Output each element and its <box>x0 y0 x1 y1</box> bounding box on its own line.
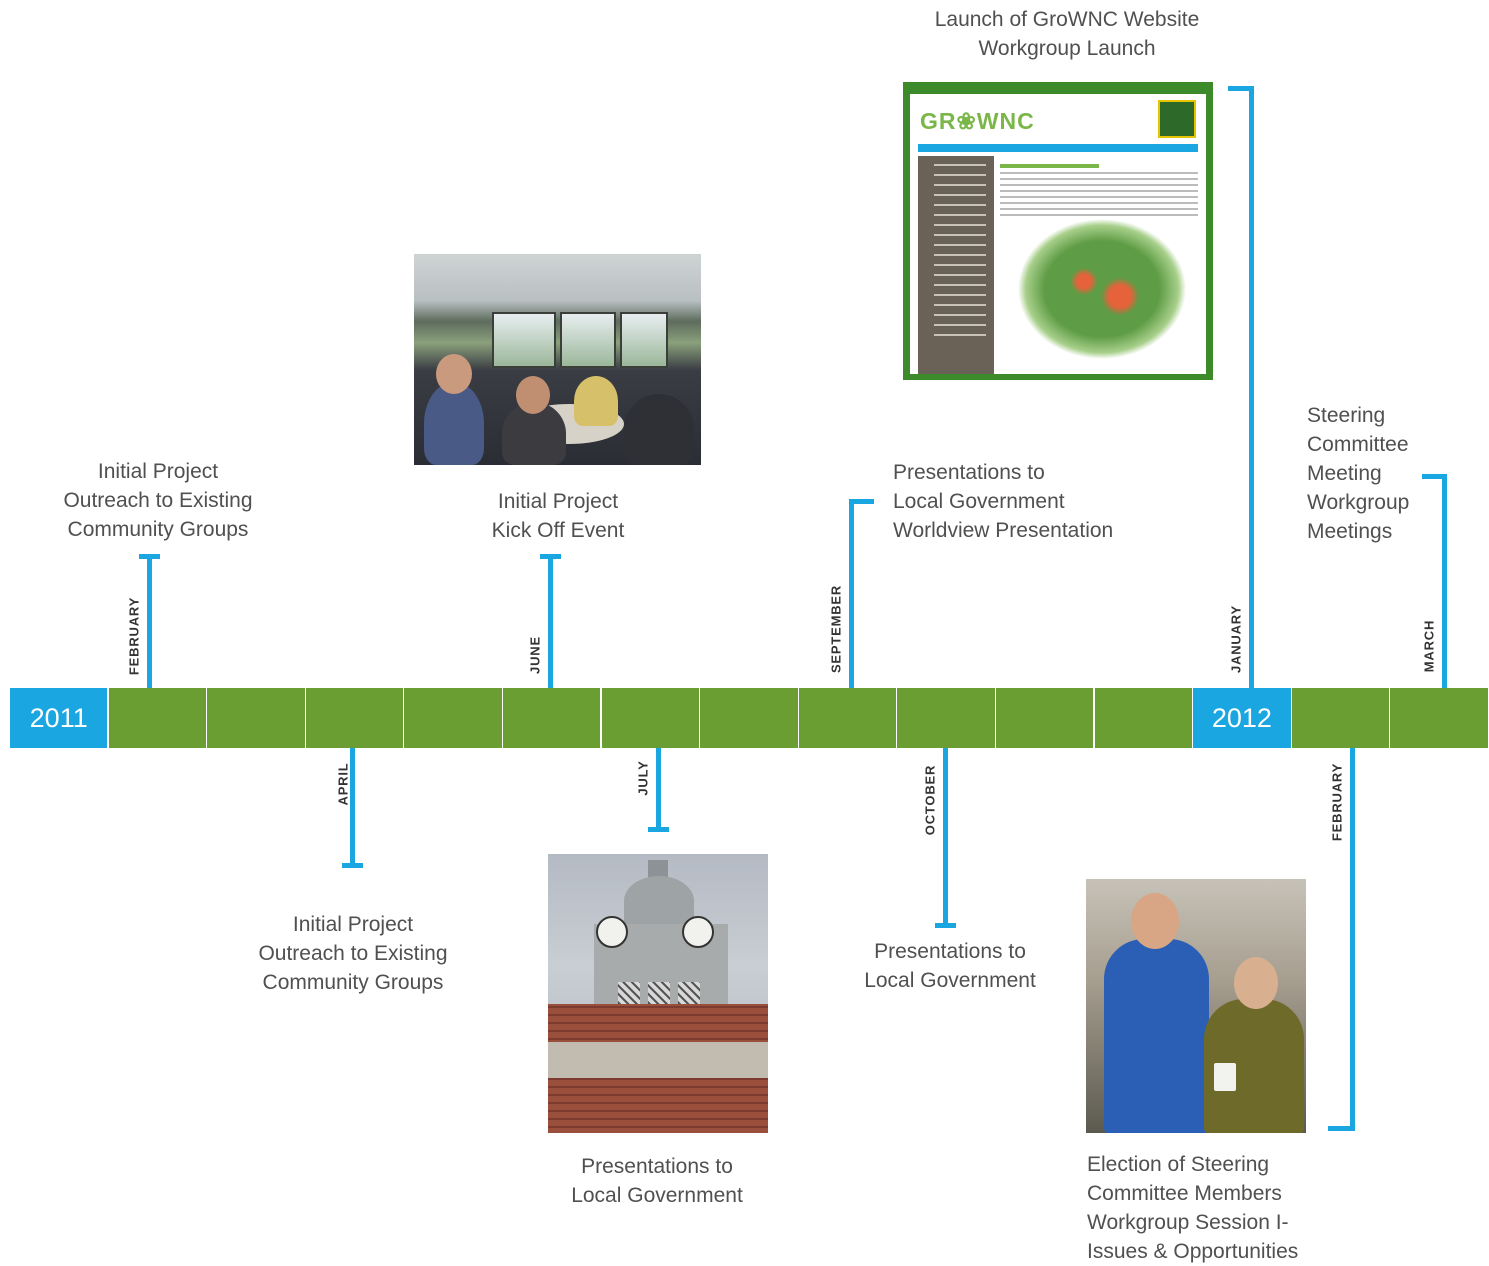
timeline-bar: 2011 2012 <box>10 688 1489 748</box>
event-label-line: Initial Project <box>97 460 219 483</box>
stem-oct-2011 <box>943 748 948 926</box>
website-sidebar <box>918 156 994 374</box>
month-label-feb-2011: FEBRUARY <box>126 596 142 676</box>
event-label-line: Election of Steering <box>1087 1153 1270 1176</box>
stem-cap-feb-2011 <box>139 554 160 559</box>
event-label-line: Kick Off Event <box>491 519 625 542</box>
stem-arm-jan-2012 <box>1228 86 1254 91</box>
stem-jan-2012 <box>1249 86 1254 688</box>
stem-arm-sep-2011 <box>849 499 874 504</box>
month-label-jun-2011: JUNE <box>527 636 543 674</box>
stem-feb-2011 <box>147 557 152 688</box>
year-label-2011: 2011 <box>10 688 108 748</box>
stem-sep-2011 <box>849 499 854 688</box>
event-label-line: Community Groups <box>67 518 249 541</box>
stem-arm-mar-2012 <box>1422 474 1447 479</box>
month-cell <box>1291 688 1390 748</box>
event-label-line: Committee Members <box>1087 1182 1282 1205</box>
scenario-map-image <box>1012 214 1192 364</box>
month-label-feb-2012: FEBRUARY <box>1329 762 1345 842</box>
month-cell <box>207 688 305 748</box>
virtual-meeting-badge <box>1158 100 1196 138</box>
event-label-line: Presentations to <box>874 940 1026 963</box>
event-label-jul-2011: Presentations to Local Government <box>545 1152 769 1210</box>
month-cell <box>601 688 699 748</box>
month-label-sep-2011: SEPTEMBER <box>828 584 844 674</box>
event-label-line: Workgroup <box>1307 491 1410 514</box>
stem-mar-2012 <box>1442 474 1447 688</box>
website-nav-bar <box>918 144 1198 152</box>
month-cell <box>1390 688 1488 748</box>
event-label-line: Worldview Presentation <box>893 519 1114 542</box>
steering-committee-election-photo <box>1086 879 1306 1133</box>
event-label-line: Meeting <box>1307 462 1382 485</box>
month-cell <box>1094 688 1192 748</box>
event-label-line: Local Government <box>571 1184 743 1207</box>
event-label-line: Local Government <box>864 969 1036 992</box>
event-label-oct-2011: Presentations to Local Government <box>838 937 1062 995</box>
event-label-line: Steering <box>1307 404 1386 427</box>
event-label-line: Presentations to <box>893 461 1045 484</box>
month-label-jan-2012: JANUARY <box>1228 605 1244 673</box>
stem-jun-2011 <box>548 557 553 688</box>
stem-cap-apr-2011 <box>342 863 363 868</box>
event-label-line: Community Groups <box>262 971 444 994</box>
growncwebsite-screenshot: GR❀WNC <box>903 82 1213 380</box>
stem-cap-jul-2011 <box>648 827 669 832</box>
month-label-mar-2012: MARCH <box>1421 619 1437 673</box>
month-label-oct-2011: OCTOBER <box>922 764 938 836</box>
month-label-jul-2011: JULY <box>635 760 651 796</box>
event-label-line: Presentations to <box>581 1155 733 1178</box>
month-cell <box>108 688 206 748</box>
month-cell <box>404 688 502 748</box>
event-label-line: Committee <box>1307 433 1409 456</box>
event-label-line: Outreach to Existing <box>258 942 448 965</box>
kickoff-meeting-photo <box>414 254 701 465</box>
website-content <box>1000 156 1198 374</box>
stem-cap-jun-2011 <box>540 554 561 559</box>
stem-cap-oct-2011 <box>935 923 956 928</box>
event-label-line: Workgroup Launch <box>978 37 1156 60</box>
month-cell <box>700 688 798 748</box>
month-cell <box>503 688 601 748</box>
event-label-line: Workgroup Session I- <box>1087 1211 1289 1234</box>
event-label-line: Meetings <box>1307 520 1393 543</box>
event-label-line: Launch of GroWNC Website <box>934 8 1200 31</box>
stem-arm-feb-2012 <box>1328 1126 1355 1131</box>
stem-apr-2011 <box>350 748 355 866</box>
event-label-line: Outreach to Existing <box>63 489 253 512</box>
month-cell <box>996 688 1094 748</box>
year-label-2012: 2012 <box>1193 688 1291 748</box>
growncwebsite-logo: GR❀WNC <box>920 108 1035 134</box>
month-label-apr-2011: APRIL <box>335 762 351 806</box>
month-cell <box>798 688 897 748</box>
stem-jul-2011 <box>656 748 661 830</box>
month-cell <box>305 688 404 748</box>
month-cell <box>897 688 995 748</box>
event-label-line: Initial Project <box>292 913 414 936</box>
event-label-line: Issues & Opportunities <box>1087 1240 1299 1263</box>
courthouse-clock-tower-photo <box>548 854 768 1133</box>
event-label-line: Initial Project <box>497 490 619 513</box>
stem-feb-2012 <box>1350 748 1355 1131</box>
event-label-line: Local Government <box>893 490 1065 513</box>
